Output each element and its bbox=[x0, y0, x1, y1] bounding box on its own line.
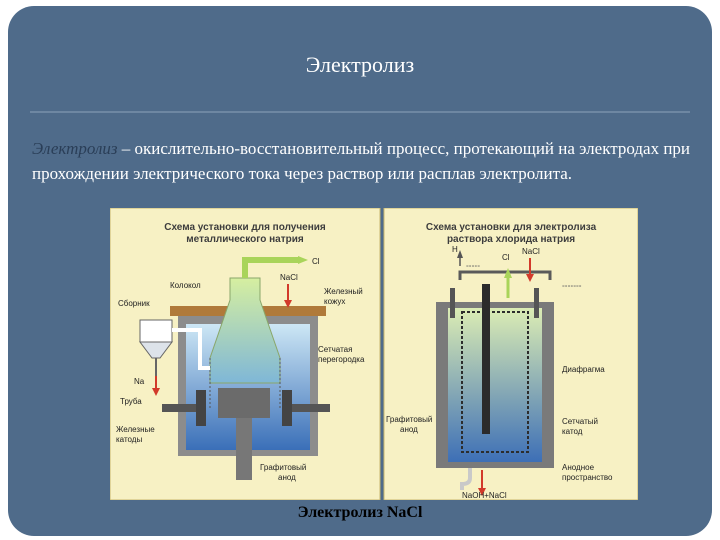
label-nacl-left: NaCl bbox=[280, 273, 298, 282]
figure-caption: Электролиз NaCl bbox=[297, 504, 423, 521]
label-cl2-left: Cl bbox=[312, 257, 320, 266]
left-title-1: Схема установки для получения bbox=[164, 222, 326, 233]
label-sbornik: Сборник bbox=[118, 299, 150, 308]
diaphragm bbox=[461, 311, 529, 453]
slide-title: Электролиз bbox=[305, 52, 415, 77]
label-anodnoe-1: Анодное bbox=[562, 463, 595, 472]
label-naoh: NaOH+NaCl bbox=[462, 491, 507, 500]
label-katody-2: катоды bbox=[116, 435, 142, 444]
label-zhelezny-2: кожух bbox=[324, 297, 345, 306]
label-anod-right-2: анод bbox=[400, 425, 418, 434]
electrolysis-figure: Схема установки для получения металличес… bbox=[110, 208, 638, 500]
label-setch-1: Сетчатая bbox=[318, 345, 352, 354]
right-anode bbox=[482, 284, 490, 434]
svg-text:°°°°°°°: °°°°°°° bbox=[562, 284, 582, 292]
left-cathode-l bbox=[196, 390, 206, 426]
label-na: Na bbox=[134, 377, 145, 386]
label-setch-2: перегородка bbox=[318, 355, 365, 364]
label-katod-right-2: катод bbox=[562, 427, 583, 436]
label-h2: H bbox=[452, 245, 458, 254]
label-anod-right-1: Графитовый bbox=[386, 415, 432, 424]
definition-term: Электролиз bbox=[32, 139, 118, 158]
svg-text:°°°°°: °°°°° bbox=[466, 264, 480, 272]
right-title-2: раствора хлорида натрия bbox=[447, 234, 575, 245]
label-katody-1: Железные bbox=[116, 425, 155, 434]
label-katod-right-1: Сетчатый bbox=[562, 417, 598, 426]
label-nacl-right: NaCl bbox=[522, 247, 540, 256]
right-title-1: Схема установки для электролиза bbox=[426, 222, 597, 233]
left-anode bbox=[218, 388, 270, 418]
left-cathode-r bbox=[282, 390, 292, 426]
definition-text: Электролиз – окислительно-восстановитель… bbox=[32, 136, 692, 186]
label-diafragma: Диафрагма bbox=[562, 365, 605, 374]
collector-icon bbox=[139, 319, 173, 343]
label-cl2-right: Cl bbox=[502, 253, 510, 262]
definition-rest: – окислительно-восстановительный процесс… bbox=[32, 139, 691, 183]
label-kolokol: Колокол bbox=[170, 281, 201, 290]
left-title-2: металлического натрия bbox=[186, 234, 304, 245]
label-zhelezny-1: Железный bbox=[324, 287, 363, 296]
label-truba: Труба bbox=[120, 397, 142, 406]
label-anod-left-2: анод bbox=[278, 473, 296, 482]
label-anodnoe-2: пространство bbox=[562, 473, 613, 482]
label-anod-left-1: Графитовый bbox=[260, 463, 306, 472]
